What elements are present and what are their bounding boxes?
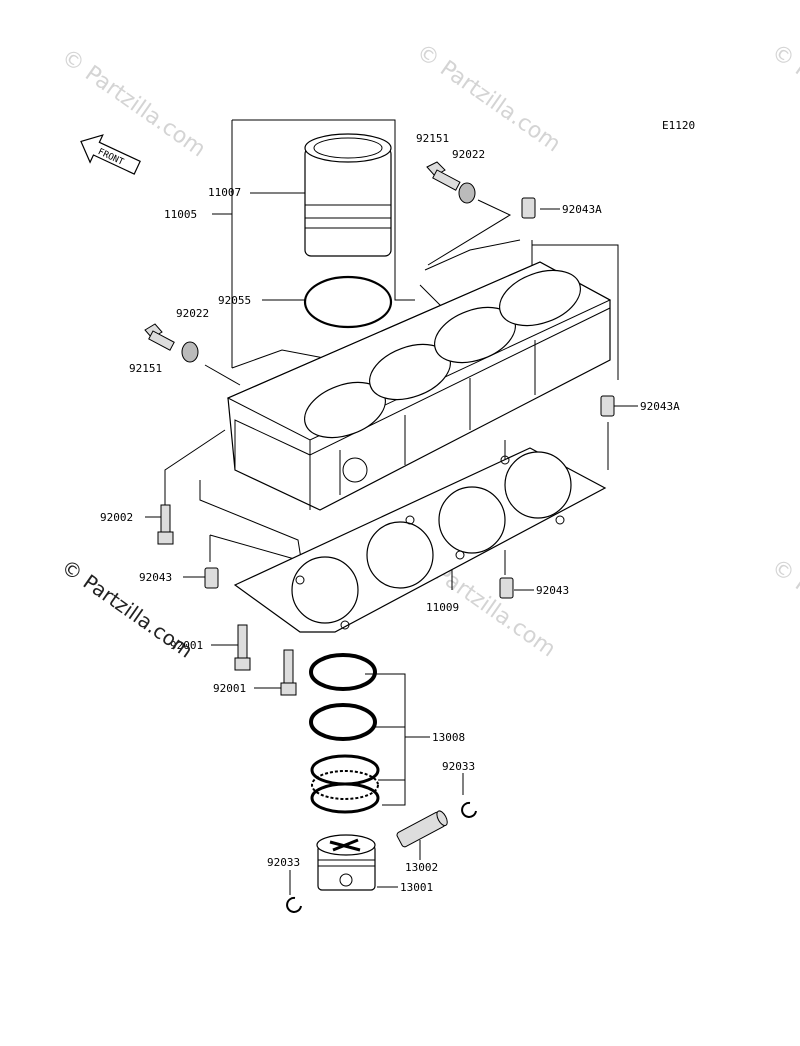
callout-label: 92043A [562, 203, 602, 216]
dowel-pin [521, 197, 536, 219]
callout-label: 11005 [164, 208, 197, 221]
bolt [234, 657, 251, 671]
bolt [157, 531, 174, 545]
callout-label: 92151 [416, 132, 449, 145]
cylinder-block [226, 261, 612, 511]
dowel-pin [204, 567, 219, 589]
callout-label: 11009 [426, 601, 459, 614]
callout-label: 92033 [442, 760, 475, 773]
callout-labels: 11005 11007 92151 92022 92043A 92055 920… [100, 132, 680, 894]
bolt [160, 504, 171, 536]
dowel-pin [600, 395, 615, 417]
circlip [286, 896, 302, 913]
callout-label: 13008 [432, 731, 465, 744]
washer [181, 341, 199, 363]
callout-label: 13001 [400, 881, 433, 894]
watermark: © Partzilla.com [57, 44, 210, 162]
callout-label: 92001 [213, 682, 246, 695]
watermark: © Partzilla.com [767, 554, 800, 672]
bolt [426, 161, 461, 191]
watermark-dark: © Partzilla.com [57, 554, 197, 662]
callout-label: 92151 [129, 362, 162, 375]
piston-ring-set [310, 754, 380, 814]
bolt [237, 624, 248, 662]
o-ring [303, 275, 393, 329]
front-arrow-icon: FRONT [80, 134, 141, 175]
callout-label: 92001 [170, 639, 203, 652]
callout-label: 92043 [139, 571, 172, 584]
washer [458, 182, 476, 204]
callout-label: 92022 [452, 148, 485, 161]
diagram-code: E1120 [662, 119, 695, 132]
callout-label: 92043 [536, 584, 569, 597]
piston [316, 834, 376, 891]
leader-lines [145, 119, 638, 895]
callout-label: 92002 [100, 511, 133, 524]
watermark: © Partzilla.com [767, 39, 800, 157]
bolt [144, 323, 175, 351]
callout-label: 92022 [176, 307, 209, 320]
callout-label: 11007 [208, 186, 241, 199]
callout-label: 92055 [218, 294, 251, 307]
callout-label: 92033 [267, 856, 300, 869]
dowel-pin [499, 577, 514, 599]
circlip [461, 801, 477, 818]
head-gasket [233, 447, 607, 633]
piston-pin [396, 810, 448, 848]
piston-ring [309, 653, 377, 691]
piston-ring [309, 703, 377, 741]
bolt [283, 649, 294, 687]
cylinder-liner [304, 133, 392, 257]
bolt [280, 682, 297, 696]
callout-label: 92043A [640, 400, 680, 413]
callout-label: 13002 [405, 861, 438, 874]
